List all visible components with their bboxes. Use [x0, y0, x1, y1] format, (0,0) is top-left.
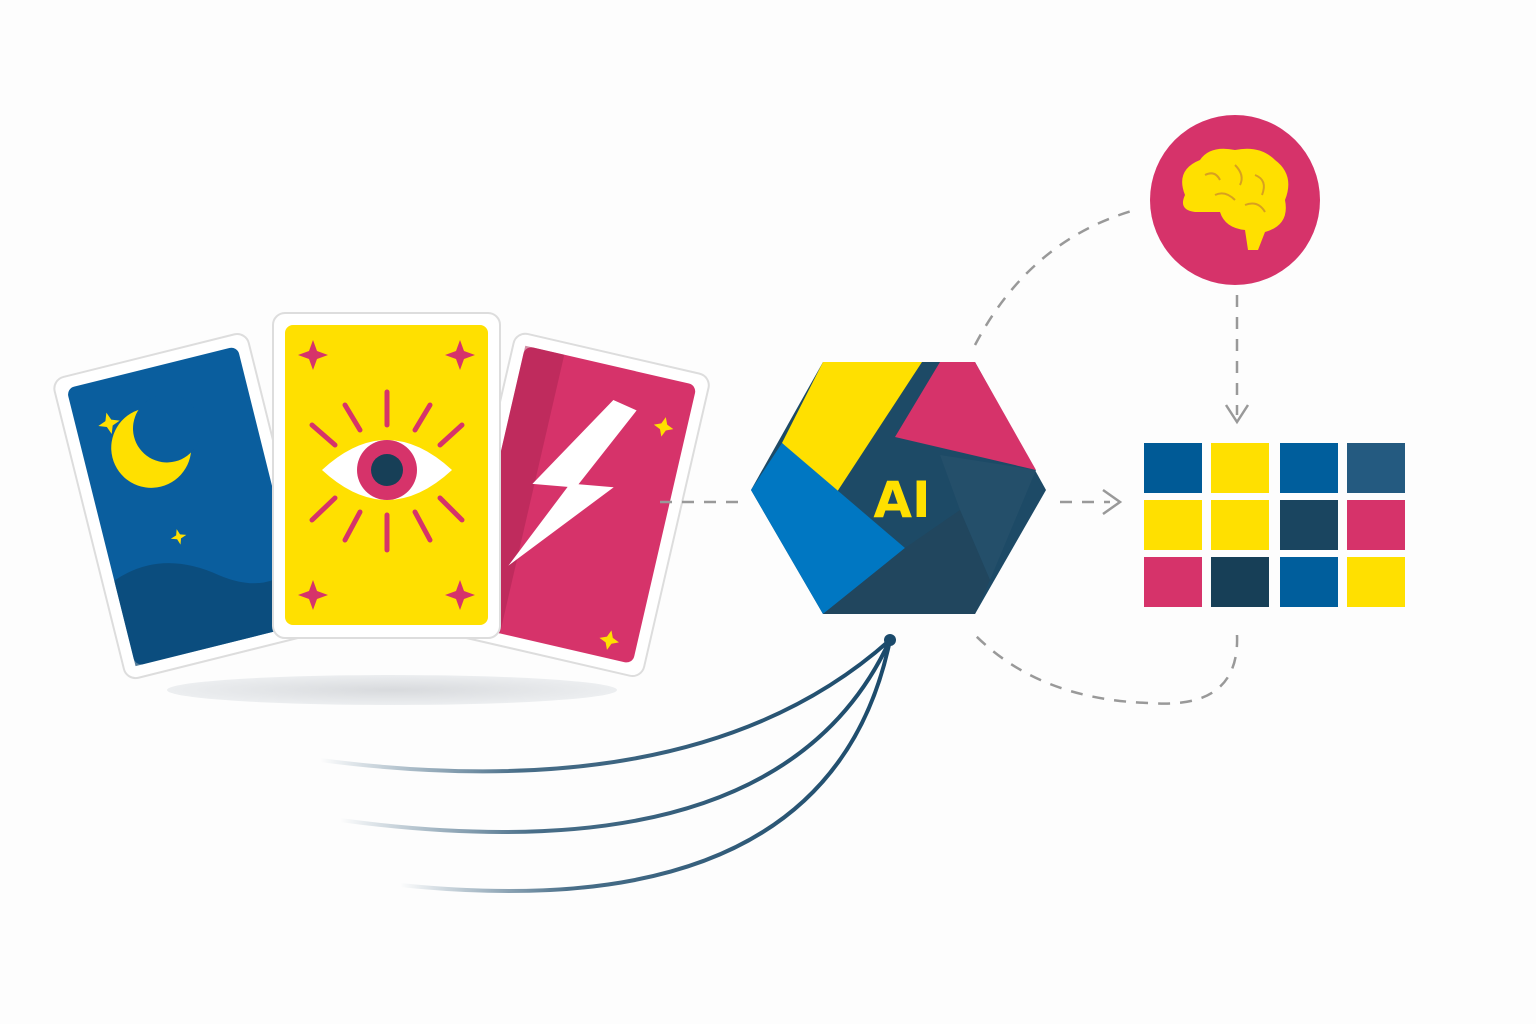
curve	[338, 638, 892, 834]
star-icon	[653, 417, 674, 437]
brain-node	[1150, 115, 1320, 285]
grid-feedback-connector	[974, 634, 1239, 705]
star-icon	[599, 630, 619, 650]
grid-cell	[1280, 557, 1338, 607]
grid-cell	[1144, 500, 1202, 550]
ai-to-brain-connector	[973, 208, 1136, 346]
card-moon	[53, 333, 320, 680]
curve	[398, 638, 892, 893]
star-icon	[170, 529, 187, 545]
card-eye	[272, 312, 501, 639]
input-curves	[318, 638, 892, 893]
grid-cell	[1280, 443, 1338, 493]
grid-cell	[1144, 443, 1202, 493]
connectors	[660, 208, 1239, 705]
eye-icon	[322, 440, 452, 500]
arrow-head-icon	[1102, 488, 1123, 516]
eye-rays	[309, 389, 465, 553]
output-grid	[1144, 443, 1405, 607]
grid-cell	[1347, 557, 1405, 607]
ai-hexagon: AI	[751, 362, 1046, 614]
curve-origin-dot	[884, 634, 896, 646]
grid-cell	[1347, 443, 1405, 493]
moon-icon	[111, 394, 202, 488]
ai-label: AI	[873, 471, 930, 529]
grid-cell	[1211, 500, 1269, 550]
grid-cell	[1211, 557, 1269, 607]
lightning-icon	[508, 399, 637, 566]
grid-cell	[1347, 500, 1405, 550]
curve	[318, 638, 892, 774]
card-lightning	[447, 332, 710, 678]
arrow-head-icon	[1224, 404, 1250, 425]
sparkle-icons	[298, 340, 475, 610]
grid-cell	[1144, 557, 1202, 607]
grid-cell	[1280, 500, 1338, 550]
star-icon	[98, 412, 120, 434]
grid-cell	[1211, 443, 1269, 493]
brain-icon	[1182, 148, 1289, 250]
cards-shadow	[167, 675, 617, 705]
